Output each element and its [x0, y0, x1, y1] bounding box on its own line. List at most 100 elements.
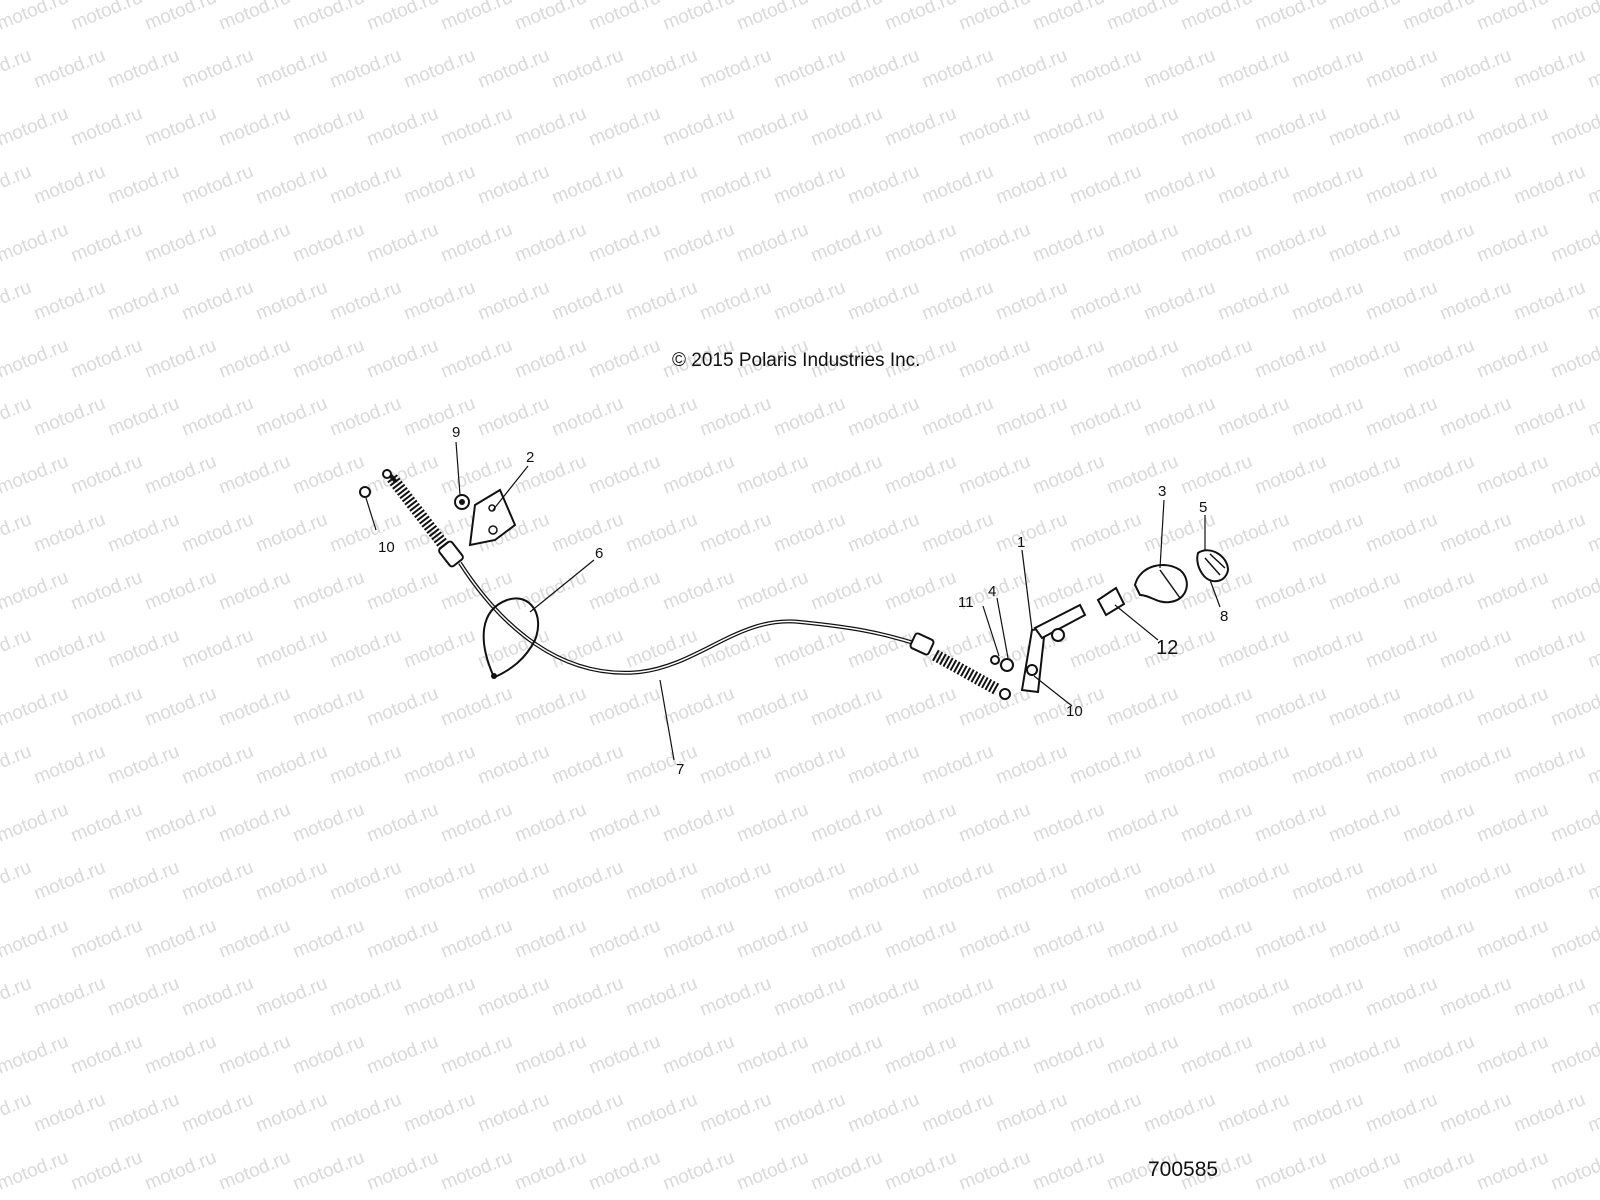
watermark-text: motod.ru: [771, 277, 848, 325]
watermark-text: motod.ru: [1511, 1089, 1588, 1137]
left-cable-end: [382, 468, 464, 568]
watermark-text: motod.ru: [1215, 277, 1292, 325]
watermark-text: motod.ru: [68, 335, 145, 383]
watermark-text: motod.ru: [1474, 915, 1551, 963]
watermark-text: motod.ru: [31, 741, 108, 789]
watermark-text: motod.ru: [1178, 799, 1255, 847]
watermark-text: motod.ru: [697, 45, 774, 93]
watermark-text: motod.ru: [845, 277, 922, 325]
callout-label: 7: [676, 761, 684, 778]
watermark-text: motod.ru: [993, 857, 1070, 905]
watermark-text: motod.ru: [660, 219, 737, 267]
watermark-text: motod.ru: [1289, 277, 1366, 325]
watermark-text: motod.ru: [1104, 915, 1181, 963]
watermark-text: motod.ru: [734, 219, 811, 267]
watermark-text: motod.ru: [956, 915, 1033, 963]
watermark-text: motod.ru: [734, 103, 811, 151]
watermark-text: motod.ru: [179, 741, 256, 789]
watermark-text: motod.ru: [623, 1089, 700, 1137]
watermark-text: motod.ru: [882, 1147, 959, 1195]
watermark-text: motod.ru: [586, 799, 663, 847]
watermark-text: motod.ru: [216, 451, 293, 499]
watermark-text: motod.ru: [68, 451, 145, 499]
mounting-bracket: [468, 488, 517, 547]
watermark-text: motod.ru: [845, 857, 922, 905]
callout-label: 10: [378, 539, 395, 556]
watermark-text: motod.ru: [105, 393, 182, 441]
watermark-text: motod.ru: [956, 219, 1033, 267]
watermark-text: motod.ru: [1104, 0, 1181, 35]
watermark-text: motod.ru: [1289, 45, 1366, 93]
watermark-text: motod.ru: [1474, 335, 1551, 383]
watermark-text: motod.ru: [0, 219, 71, 267]
watermark-text: motod.ru: [1474, 103, 1551, 151]
watermark-text: motod.ru: [105, 161, 182, 209]
watermark-text: motod.ru: [1363, 973, 1440, 1021]
watermark-text: motod.ru: [438, 915, 515, 963]
nut: [359, 486, 371, 498]
watermark-text: motod.ru: [0, 161, 34, 209]
watermark-text: motod.ru: [919, 741, 996, 789]
watermark-text: motod.ru: [734, 799, 811, 847]
watermark-text: motod.ru: [105, 1089, 182, 1137]
watermark-text: motod.ru: [1178, 451, 1255, 499]
watermark-text: motod.ru: [0, 103, 71, 151]
watermark-text: motod.ru: [364, 567, 441, 615]
watermark-text: motod.ru: [1511, 741, 1588, 789]
watermark-text: motod.ru: [623, 277, 700, 325]
watermark-text: motod.ru: [438, 1147, 515, 1195]
watermark-text: motod.ru: [734, 451, 811, 499]
watermark-text: motod.ru: [253, 45, 330, 93]
watermark-text: motod.ru: [845, 161, 922, 209]
watermark-text: motod.ru: [31, 509, 108, 557]
watermark-text: motod.ru: [549, 393, 626, 441]
watermark-text: motod.ru: [68, 799, 145, 847]
watermark-text: motod.ru: [105, 45, 182, 93]
watermark-text: motod.ru: [68, 915, 145, 963]
watermark-text: motod.ru: [290, 0, 367, 35]
watermark-text: motod.ru: [845, 625, 922, 673]
watermark-text: motod.ru: [1400, 219, 1477, 267]
watermark-text: motod.ru: [68, 0, 145, 35]
watermark-text: motod.ru: [1030, 451, 1107, 499]
watermark-text: motod.ru: [1067, 857, 1144, 905]
watermark-text: motod.ru: [808, 683, 885, 731]
watermark-text: motod.ru: [1400, 915, 1477, 963]
watermark-text: motod.ru: [1511, 161, 1588, 209]
watermark-text: motod.ru: [660, 1031, 737, 1079]
watermark-text: motod.ru: [290, 335, 367, 383]
watermark-text: motod.ru: [216, 0, 293, 35]
watermark-text: motod.ru: [956, 451, 1033, 499]
watermark-text: motod.ru: [1437, 973, 1514, 1021]
watermark-text: motod.ru: [919, 1089, 996, 1137]
watermark-text: motod.ru: [697, 393, 774, 441]
watermark-text: motod.ru: [512, 103, 589, 151]
watermark-text: motod.ru: [1474, 0, 1551, 35]
watermark-text: motod.ru: [1030, 335, 1107, 383]
watermark-text: motod.ru: [845, 393, 922, 441]
watermark-text: motod.ru: [882, 1031, 959, 1079]
watermark-text: motod.ru: [105, 973, 182, 1021]
watermark-text: motod.ru: [1215, 161, 1292, 209]
watermark-text: motod.ru: [734, 1147, 811, 1195]
watermark-text: motod.ru: [1400, 103, 1477, 151]
watermark-text: motod.ru: [142, 1147, 219, 1195]
watermark-text: motod.ru: [1585, 277, 1600, 325]
watermark-text: motod.ru: [142, 0, 219, 35]
watermark-text: motod.ru: [993, 161, 1070, 209]
watermark-text: motod.ru: [586, 103, 663, 151]
watermark-text: motod.ru: [993, 277, 1070, 325]
watermark-text: motod.ru: [993, 393, 1070, 441]
watermark-text: motod.ru: [179, 45, 256, 93]
watermark-text: motod.ru: [1104, 335, 1181, 383]
watermark-text: motod.ru: [68, 103, 145, 151]
watermark-text: motod.ru: [1326, 335, 1403, 383]
watermark-text: motod.ru: [142, 915, 219, 963]
watermark-text: motod.ru: [1252, 103, 1329, 151]
watermark-text: motod.ru: [1104, 799, 1181, 847]
watermark-text: motod.ru: [882, 451, 959, 499]
watermark-text: motod.ru: [586, 1147, 663, 1195]
watermark-text: motod.ru: [808, 451, 885, 499]
watermark-text: motod.ru: [1104, 451, 1181, 499]
watermark-text: motod.ru: [290, 1031, 367, 1079]
